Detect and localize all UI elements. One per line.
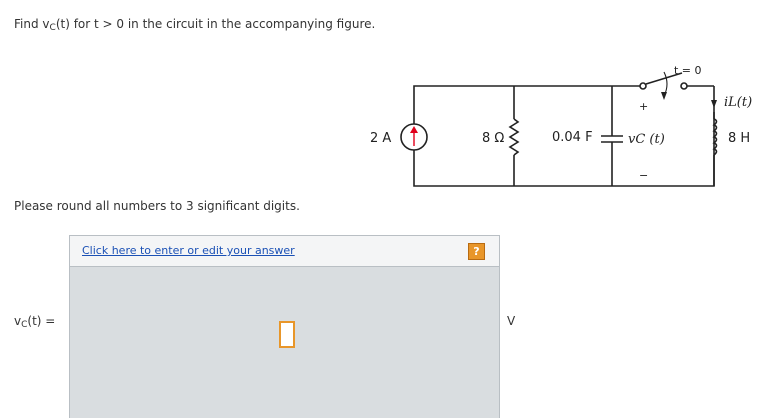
question-text: Find vC(t) for t > 0 in the circuit in t… (14, 17, 376, 33)
capacitor-label: 0.04 F (552, 130, 593, 145)
edit-answer-link[interactable]: Click here to enter or edit your answer (82, 244, 295, 257)
answer-header: Click here to enter or edit your answer … (70, 236, 499, 267)
switch-contact-right (680, 82, 688, 90)
inductor-coil (712, 118, 718, 156)
answer-unit: V (507, 314, 516, 328)
plus-sign: + (639, 100, 648, 113)
resistor-zigzag (508, 118, 520, 156)
switch-contact-left (639, 82, 647, 90)
current-source-label: 2 A (370, 131, 391, 146)
switch-blade (645, 72, 683, 85)
rounding-instruction: Please round all numbers to 3 significan… (14, 199, 300, 213)
circuit-diagram: t = 0 2 A 8 Ω 0.04 F vC (t) + − iL(t) 8 … (370, 64, 752, 187)
vc-label: vC (t) (628, 132, 665, 147)
il-arrow-icon (711, 100, 717, 108)
switch-label: t = 0 (674, 64, 702, 77)
help-icon[interactable]: ? (468, 243, 485, 260)
answer-input[interactable] (279, 321, 295, 348)
switch-rotation-arrow-icon (661, 71, 668, 100)
resistor-label: 8 Ω (482, 131, 504, 146)
current-source-arrow-icon (410, 126, 418, 146)
answer-variable-label: vC(t) = (14, 314, 56, 330)
minus-sign: − (639, 169, 648, 182)
answer-panel: Click here to enter or edit your answer … (69, 235, 500, 418)
inductor-label: 8 H (728, 131, 750, 146)
il-label: iL(t) (724, 95, 752, 110)
